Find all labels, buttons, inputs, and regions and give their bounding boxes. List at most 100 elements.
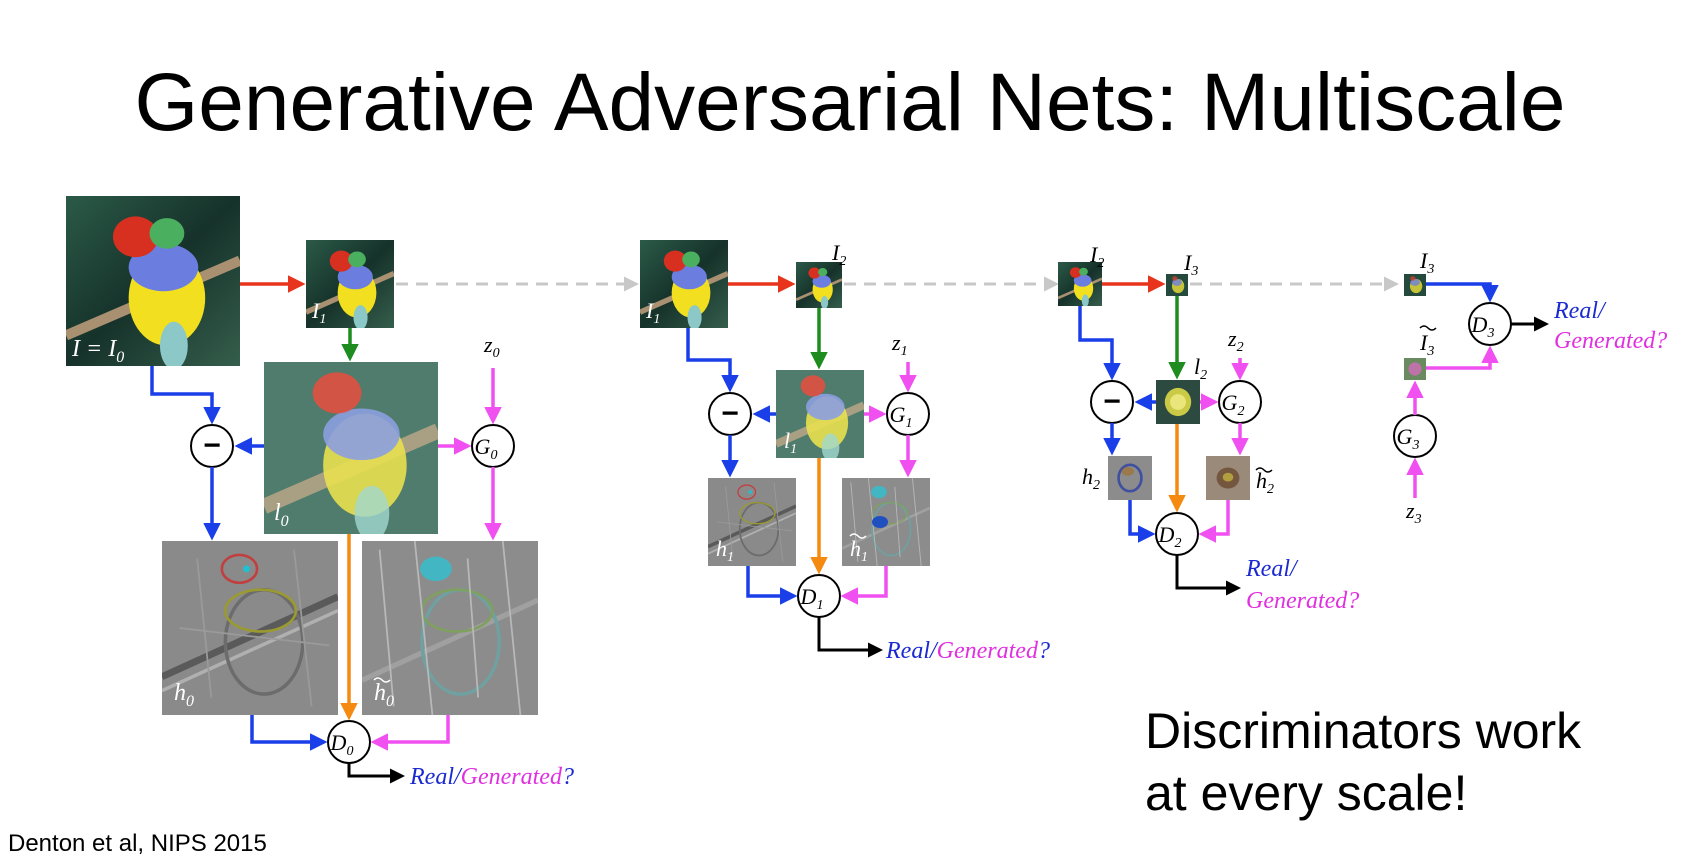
minus-symbol-0: − xyxy=(203,429,221,462)
arrow-D2-output xyxy=(1175,555,1241,596)
label-G2: G xyxy=(1222,390,1238,415)
svg-text:z3: z3 xyxy=(1405,498,1422,527)
svg-text:l0: l0 xyxy=(274,500,289,530)
minus-symbol-1: − xyxy=(721,397,739,430)
label-l0: l xyxy=(274,500,281,526)
arrow-I2-to-minus xyxy=(1078,306,1121,381)
svg-text:I3: I3 xyxy=(1183,250,1198,279)
image-I3-generated xyxy=(1404,358,1426,380)
arrow-I0-to-minus xyxy=(150,366,221,425)
svg-text:h0: h0 xyxy=(174,680,194,710)
output-label-2-real: Real/ xyxy=(1245,556,1299,582)
svg-text:z0: z0 xyxy=(483,332,500,361)
label-I3-stage2: I xyxy=(1183,250,1193,275)
svg-text:h0: h0 xyxy=(374,680,394,710)
label-h2-tilde: h xyxy=(1256,468,1267,493)
label-G1: G xyxy=(890,402,906,427)
svg-text:h1: h1 xyxy=(716,536,734,565)
image-I2-downsampled xyxy=(796,262,842,308)
takeaway-line-2: at every scale! xyxy=(1145,765,1468,821)
arrow-h0tilde-to-D0 xyxy=(370,715,450,751)
label-z1: z xyxy=(891,330,901,355)
image-I3-downsampled xyxy=(1166,274,1188,296)
stage-0: I = I0 I1 l0 h0 h0 − G0 z0 D0 xyxy=(66,196,639,790)
label-I2: I xyxy=(1089,242,1099,267)
svg-text:G3: G3 xyxy=(1397,424,1420,453)
arrow-h1tilde-to-D1 xyxy=(840,566,888,605)
label-l2: l xyxy=(1194,354,1200,379)
label-I1-stage0: I xyxy=(311,298,321,323)
svg-text:l2: l2 xyxy=(1194,354,1207,383)
svg-text:G2: G2 xyxy=(1222,390,1245,419)
svg-text:D2: D2 xyxy=(1158,522,1182,551)
takeaway-line-1: Discriminators work xyxy=(1145,703,1582,759)
image-h0-generated xyxy=(362,541,538,715)
stage-2: I2 I3 l2 h2 h2 − G2 z2 D2 Real/ Generate… xyxy=(1058,242,1399,614)
label-I1: I xyxy=(645,298,655,323)
svg-text:I3: I3 xyxy=(1419,330,1434,359)
citation: Denton et al, NIPS 2015 xyxy=(8,830,267,857)
svg-text:h2: h2 xyxy=(1256,468,1274,497)
label-I3: I xyxy=(1419,248,1429,273)
svg-text:h1: h1 xyxy=(850,536,868,565)
label-h1-tilde: h xyxy=(850,536,861,561)
image-I2 xyxy=(1058,262,1102,306)
output-label-1: Real/Generated? xyxy=(885,638,1050,664)
image-l2-upsampled xyxy=(1156,380,1200,424)
takeaway-note: Discriminators work at every scale! xyxy=(1145,700,1581,824)
arrow-h2-to-D2 xyxy=(1128,500,1156,543)
svg-text:h2: h2 xyxy=(1082,464,1100,493)
label-h1: h xyxy=(716,536,727,561)
output-label-0: Real/Generated? xyxy=(409,764,574,790)
label-G0: G xyxy=(475,434,491,459)
stage-1: I1 I2 l1 h1 h1 − G1 z1 D1 Real/Generated… xyxy=(640,240,1059,664)
label-D0: D xyxy=(330,730,347,755)
label-h2: h xyxy=(1082,464,1093,489)
stage-3: I3 I3 D3 Real/ Generated? G3 z3 xyxy=(1393,248,1667,527)
svg-text:I1: I1 xyxy=(645,298,660,327)
label-D1: D xyxy=(800,584,817,609)
label-h0-tilde: h xyxy=(374,680,386,706)
svg-text:l1: l1 xyxy=(784,428,797,457)
image-h2-residual xyxy=(1108,456,1152,500)
arrow-D0-output xyxy=(347,763,405,784)
label-z3: z xyxy=(1405,498,1415,523)
arrow-h2tilde-to-D2 xyxy=(1198,500,1230,543)
svg-text:D3: D3 xyxy=(1471,312,1495,341)
svg-text:I2: I2 xyxy=(831,240,846,269)
svg-text:D0: D0 xyxy=(330,730,354,759)
output-label-3-real: Real/ xyxy=(1553,298,1607,324)
svg-text:z2: z2 xyxy=(1227,326,1244,355)
arrow-I3-to-D3 xyxy=(1426,282,1499,303)
image-l0-upsampled xyxy=(264,362,438,541)
label-l1: l xyxy=(784,428,790,453)
svg-text:z1: z1 xyxy=(891,330,908,359)
slide-title: Generative Adversarial Nets: Multiscale xyxy=(134,57,1566,148)
svg-text:I = I0: I = I0 xyxy=(71,336,124,366)
output-label-3-generated: Generated? xyxy=(1554,328,1667,354)
arrow-I1-to-minus xyxy=(686,328,739,393)
label-I0: I = I xyxy=(71,336,117,362)
label-I2-stage1: I xyxy=(831,240,841,265)
arrow-h0-to-D0 xyxy=(250,715,328,751)
label-D3: D xyxy=(1471,312,1488,337)
arrow-I3tilde-to-D3 xyxy=(1426,345,1499,370)
svg-text:I1: I1 xyxy=(311,298,326,327)
label-D2: D xyxy=(1158,522,1175,547)
image-h2-generated xyxy=(1206,456,1250,500)
image-I3 xyxy=(1404,274,1426,296)
label-G3: G xyxy=(1397,424,1413,449)
svg-text:I2: I2 xyxy=(1089,242,1104,271)
svg-text:D1: D1 xyxy=(800,584,824,613)
label-z2: z xyxy=(1227,326,1237,351)
minus-symbol-2: − xyxy=(1103,385,1121,418)
image-h0-residual xyxy=(162,541,338,715)
label-z0: z xyxy=(483,332,493,357)
arrow-D1-output xyxy=(817,617,883,658)
label-h0: h xyxy=(174,680,186,706)
svg-text:I3: I3 xyxy=(1419,248,1434,277)
svg-text:G0: G0 xyxy=(475,434,498,463)
svg-text:G1: G1 xyxy=(890,402,913,431)
output-label-2-generated: Generated? xyxy=(1246,588,1359,614)
